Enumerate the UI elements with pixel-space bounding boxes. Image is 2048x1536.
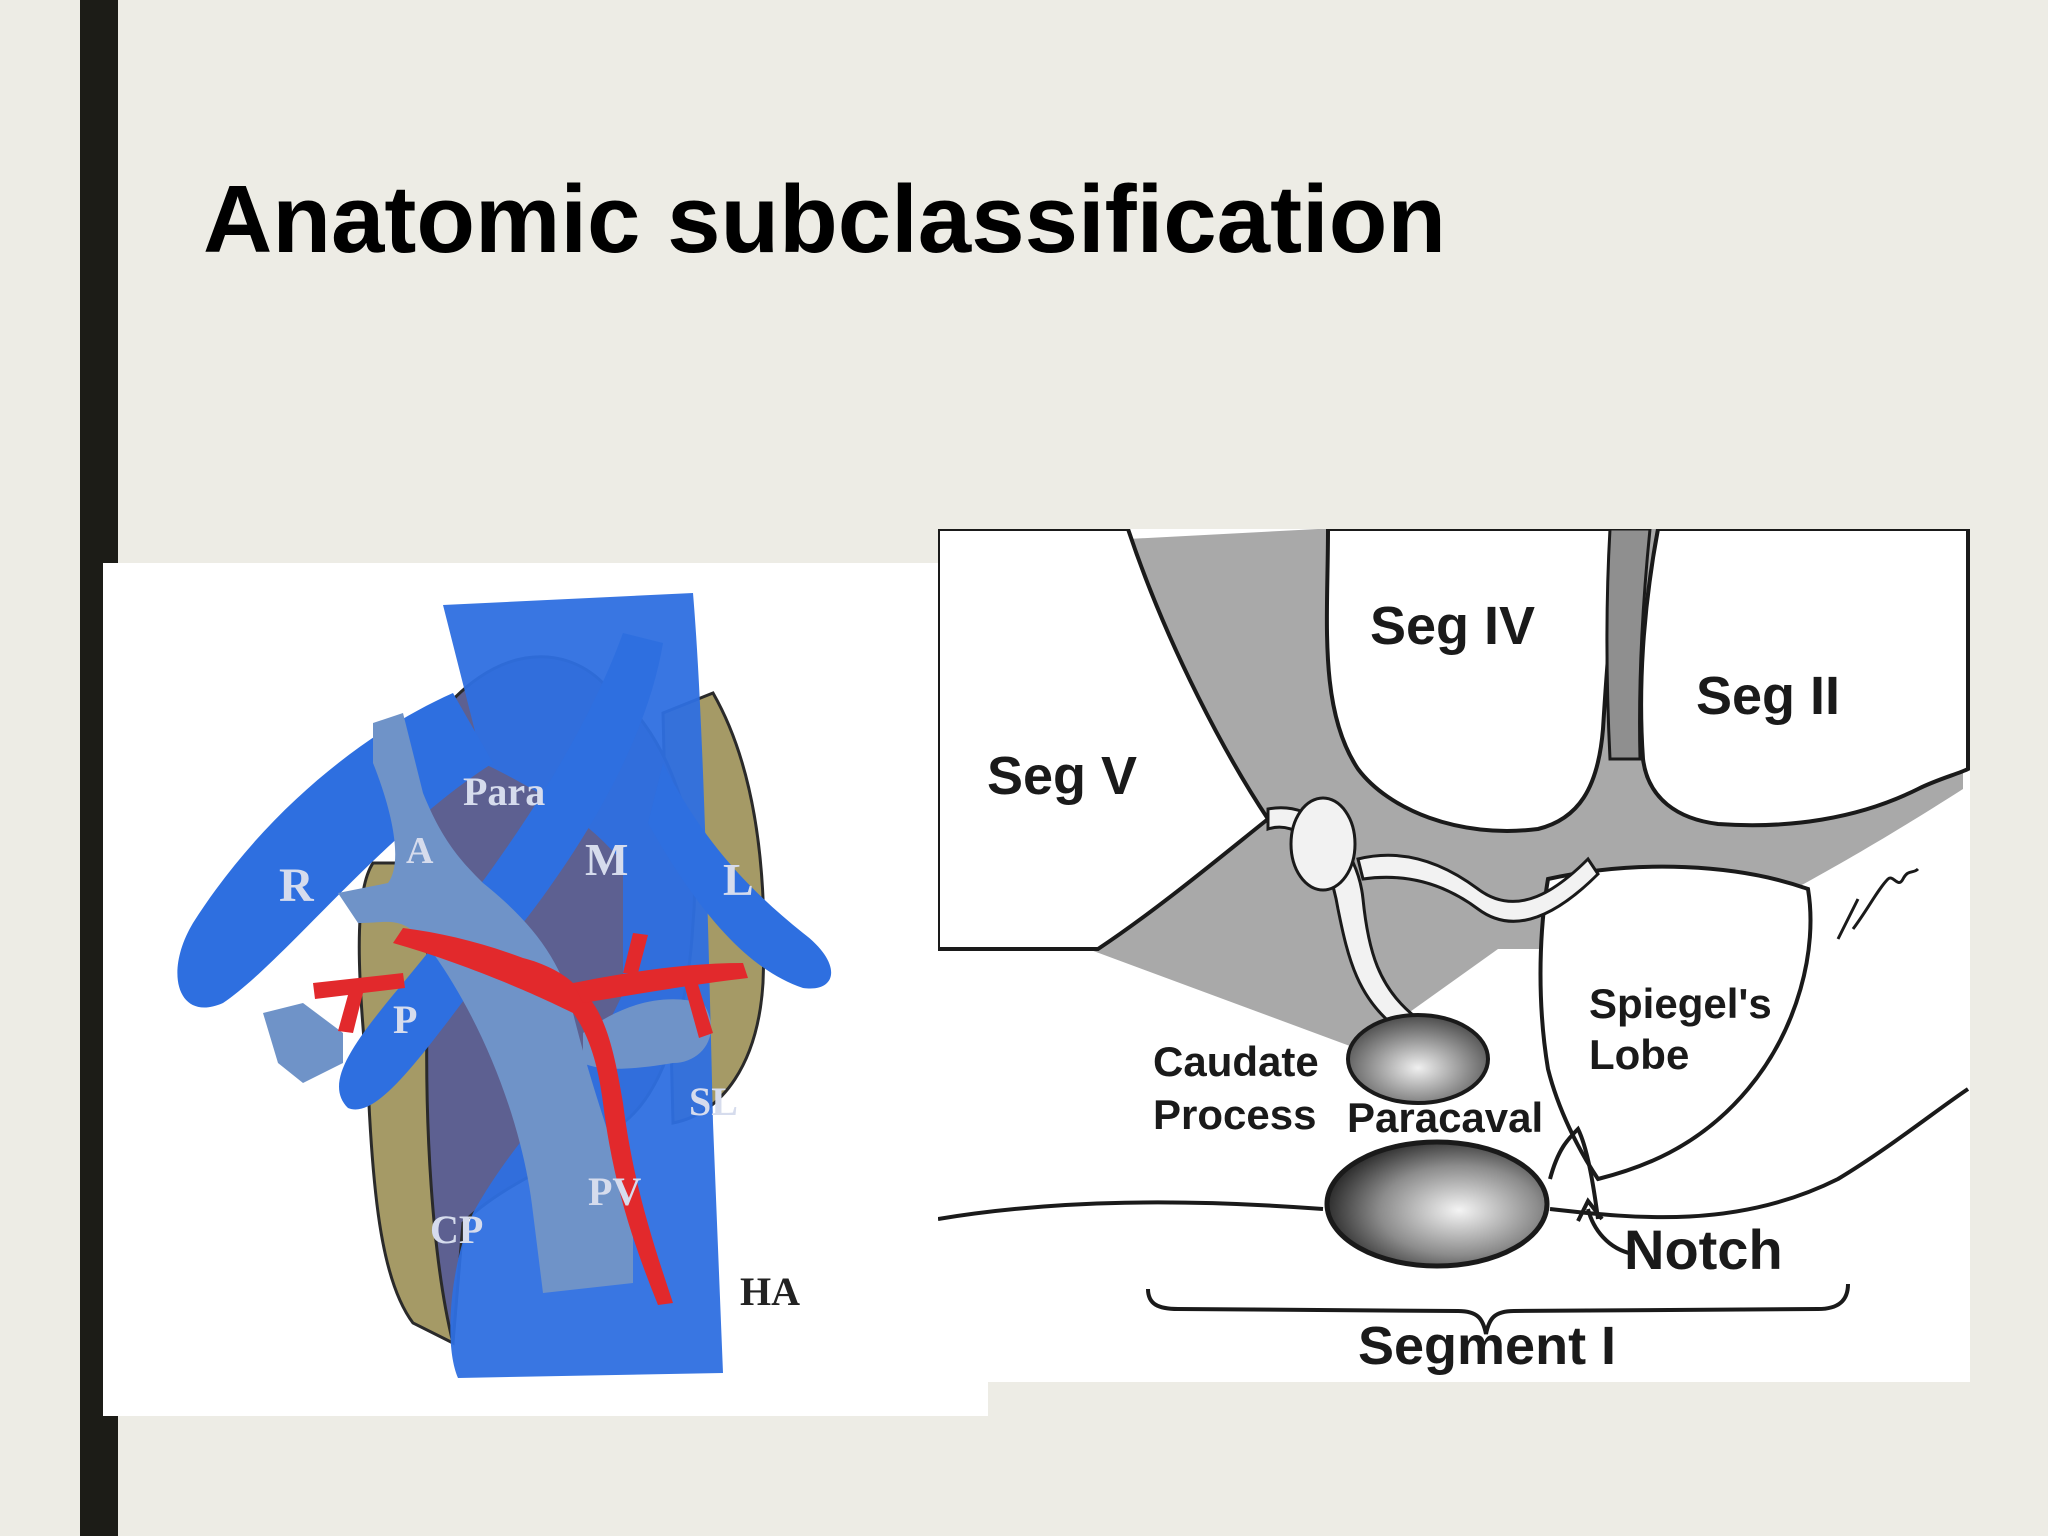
- label-segment-i: Segment I: [1358, 1316, 1616, 1376]
- label-spiegel-2: Lobe: [1589, 1031, 1689, 1078]
- seg-iv-region: [1324, 529, 1626, 833]
- caudate-vascular-diagram: Para M R A L P SL CP PV HA: [103, 563, 988, 1416]
- hepatic-artery: [393, 928, 673, 1305]
- spiegel-lobe-region: [1538, 864, 1813, 1182]
- inferior-vena-cava: [443, 593, 723, 1378]
- middle-hepatic-vein-stalk: [1605, 529, 1652, 761]
- label-seg-iv: Seg IV: [1370, 596, 1535, 656]
- segment-i-diagram: Seg IV Seg II Seg V Spiegel's Lobe Cauda…: [938, 529, 1970, 1382]
- portal-branch-p: [263, 1003, 343, 1083]
- label-paracaval: Paracaval: [1347, 1094, 1543, 1141]
- label-seg-v: Seg V: [987, 746, 1137, 806]
- notch-arrow: [1576, 1197, 1634, 1256]
- label-notch: Notch: [1624, 1218, 1783, 1281]
- label-caudate-1: Caudate: [1153, 1038, 1319, 1085]
- baseline-contour: [938, 1087, 1970, 1221]
- portal-branch-sl: [583, 999, 712, 1069]
- label-m: M: [585, 834, 628, 885]
- segment-i-brace: [1146, 1283, 1850, 1335]
- left-hepatic-vein: [648, 763, 832, 989]
- label-caudate-2: Process: [1153, 1091, 1316, 1138]
- label-para: Para: [463, 769, 545, 814]
- label-sl: SL: [689, 1079, 738, 1124]
- portal-vein-branches: [338, 713, 633, 1293]
- label-pv: PV: [588, 1169, 641, 1214]
- label-ha: HA: [740, 1269, 800, 1314]
- label-seg-ii: Seg II: [1696, 666, 1840, 726]
- segment-i-svg: Seg IV Seg II Seg V Spiegel's Lobe Cauda…: [938, 529, 1970, 1376]
- label-spiegel-1: Spiegel's: [1589, 980, 1772, 1027]
- middle-hepatic-vein: [339, 633, 663, 1110]
- hepatic-artery-branch-left: [573, 933, 748, 1038]
- paracaval-vessel: [1346, 1013, 1490, 1105]
- notch-contour: [1548, 1125, 1600, 1220]
- caudate-vessel: [1289, 796, 1357, 892]
- artist-signature: [1836, 867, 1920, 940]
- slide-title: Anatomic subclassification: [203, 166, 1446, 273]
- label-p: P: [393, 997, 417, 1042]
- label-l: L: [723, 854, 754, 905]
- label-r: R: [279, 859, 315, 912]
- label-cp: CP: [430, 1207, 483, 1252]
- caudate-vascular-svg: Para M R A L P SL CP PV HA: [177, 593, 832, 1378]
- label-a: A: [406, 830, 434, 872]
- hepatic-artery-branch-right: [313, 973, 405, 1033]
- ivc-ellipse: [1324, 1139, 1550, 1269]
